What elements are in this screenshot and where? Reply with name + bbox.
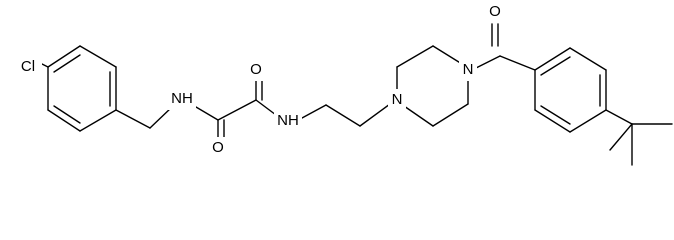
ring1-bond-e [47,109,81,132]
c1-c2-bond [217,99,257,121]
structure-diagram: Cl NH NH O O N N O [14,1,673,166]
pip-bond-b [396,45,434,68]
n-piperazine-left-label-bg [388,89,406,111]
co-ring-bond [499,55,536,71]
oxalyl-oxygen-upper-label: O [250,61,262,78]
oxalyl-oxygen-lower-label: O [212,139,224,156]
o-upper-label-bg [247,59,265,81]
ring1-inner-a [53,54,81,73]
ch2-bond [115,109,151,129]
ring1-bond-d [79,109,117,132]
amide-nh-right-label: NH [277,112,299,129]
cl-label-bg [14,56,42,78]
atom-label-layer: Cl NH NH O O N N O [14,1,504,159]
nh-c1-bond [195,106,219,121]
c2-nh-bond [255,99,277,116]
o-carbonyl-label-bg [486,1,504,23]
ch2-n-bond [359,103,391,127]
pip-bond-f [403,105,434,127]
ring2-bond-a [534,47,571,71]
tbu-bond [605,109,633,125]
ring1-bond-a [47,45,81,68]
ch2-nh-bond [149,106,173,129]
nh-ch2-bond [301,104,327,119]
ring1-inner-c [53,105,81,124]
piperazine-nitrogen-left-label: N [392,91,403,108]
bond-layer [37,23,673,166]
ring2-inner-c [540,105,571,125]
amide-nh-left-label: NH [171,90,193,107]
chlorine-atom-label: Cl [21,58,35,75]
ring2-bond-b [569,47,607,71]
ring2-inner-a [540,56,571,76]
nh-left-label-bg [168,88,196,110]
ring1-bond-b [79,45,117,68]
piperazine-nitrogen-right-label: N [463,61,474,78]
tbu-me-c [609,123,633,151]
ring2-bond-d [569,109,607,133]
pip-bond-c [432,45,463,65]
pip-bond-e [432,103,469,127]
ch2-ch2-bond [325,104,361,127]
n-co-bond [475,55,501,69]
ring2-bond-e [534,109,571,133]
o-lower-label-bg [209,137,227,159]
nh-right-label-bg [274,110,302,132]
ketone-oxygen-label: O [489,3,501,20]
n-piperazine-right-label-bg [459,59,477,81]
